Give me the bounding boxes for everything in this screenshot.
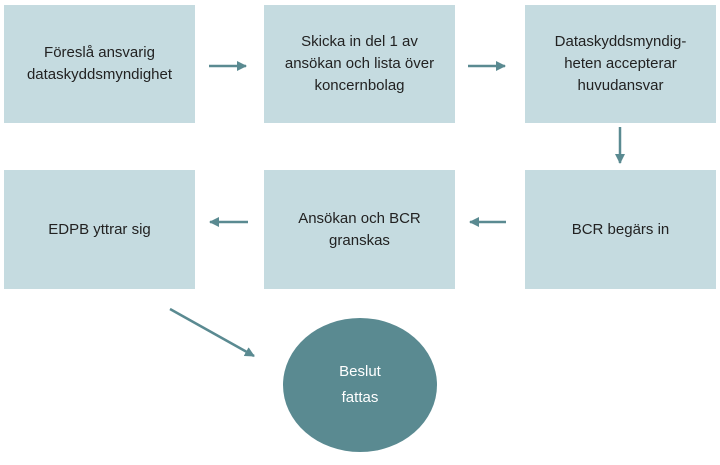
step-5-box: Ansökan och BCR granskas (264, 170, 455, 289)
step-1-label: Föreslå ansvarig dataskyddsmyndighet (26, 44, 173, 83)
step-3-label: Dataskyddsmyndig- heten accepterar huvud… (554, 33, 687, 94)
arrow-step6-to-final (169, 307, 255, 358)
step-6-box: EDPB yttrar sig (4, 170, 195, 289)
step-4-label: BCR begärs in (571, 220, 670, 238)
final-decision-circle: Beslut fattas (283, 318, 437, 452)
step-3-box: Dataskyddsmyndig- heten accepterar huvud… (525, 5, 716, 123)
step-4-box: BCR begärs in (525, 170, 716, 289)
step-1-box: Föreslå ansvarig dataskyddsmyndighet (4, 5, 195, 123)
step-2-label: Skicka in del 1 av ansökan och lista öve… (284, 33, 435, 94)
step-6-label: EDPB yttrar sig (48, 220, 151, 238)
final-decision-label: Beslut fattas (339, 363, 381, 406)
step-2-box: Skicka in del 1 av ansökan och lista öve… (264, 5, 455, 123)
step-5-label: Ansökan och BCR granskas (298, 209, 421, 249)
